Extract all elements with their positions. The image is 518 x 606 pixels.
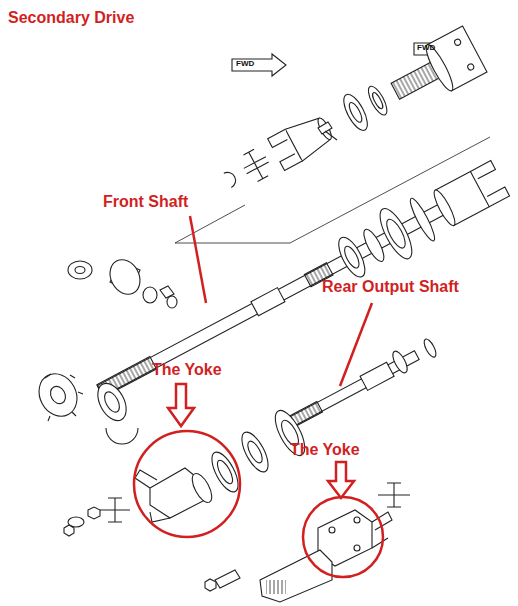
rear-output-shaft [280, 337, 439, 434]
highlight-circle [134, 431, 240, 537]
label-slot: The Yoke [290, 441, 360, 459]
yoke [64, 349, 410, 536]
annotation [134, 216, 383, 577]
fwd-arrow [232, 54, 286, 76]
fwd-mark: FWD [417, 44, 435, 53]
label-slot: Rear Output Shaft [322, 278, 459, 296]
pointer-arrow [328, 462, 354, 498]
part-name: Rear Output Shaft [322, 278, 459, 296]
title-slot: Secondary Drive [8, 9, 134, 27]
label-slot: The Yoke [152, 361, 222, 379]
pointer-arrow [168, 384, 194, 426]
label-slot: FWD [236, 60, 254, 69]
front-shaft [87, 154, 513, 416]
bevel-gear [68, 255, 177, 308]
drive-gear [32, 367, 138, 444]
title: Secondary Drive [8, 9, 134, 27]
part-name: The Yoke [290, 441, 360, 459]
part-name: Front Shaft [103, 193, 188, 211]
leader-line [340, 303, 372, 386]
flange-yoke [205, 483, 410, 602]
part-name: The Yoke [152, 361, 222, 379]
label-slot: FWD [417, 44, 435, 53]
top-assembly [215, 26, 487, 203]
highlight-circle [303, 497, 383, 577]
fwd-mark: FWD [236, 60, 254, 69]
label-slot: Front Shaft [103, 193, 188, 211]
leader-line [190, 216, 206, 303]
